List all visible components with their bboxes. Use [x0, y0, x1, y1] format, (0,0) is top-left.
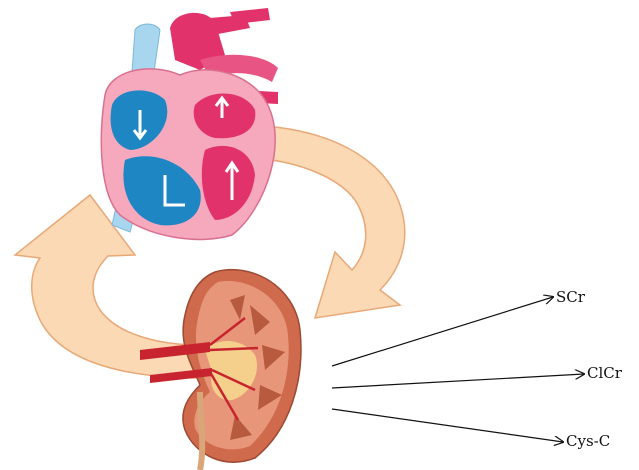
arrow-to-cysc: [332, 409, 563, 442]
heart-illustration: [101, 8, 278, 239]
label-scr: SCr: [556, 290, 585, 305]
label-cys-c: Cys-C: [566, 434, 610, 449]
arrow-to-clcr: [332, 374, 584, 388]
label-clcr: ClCr: [587, 366, 622, 381]
